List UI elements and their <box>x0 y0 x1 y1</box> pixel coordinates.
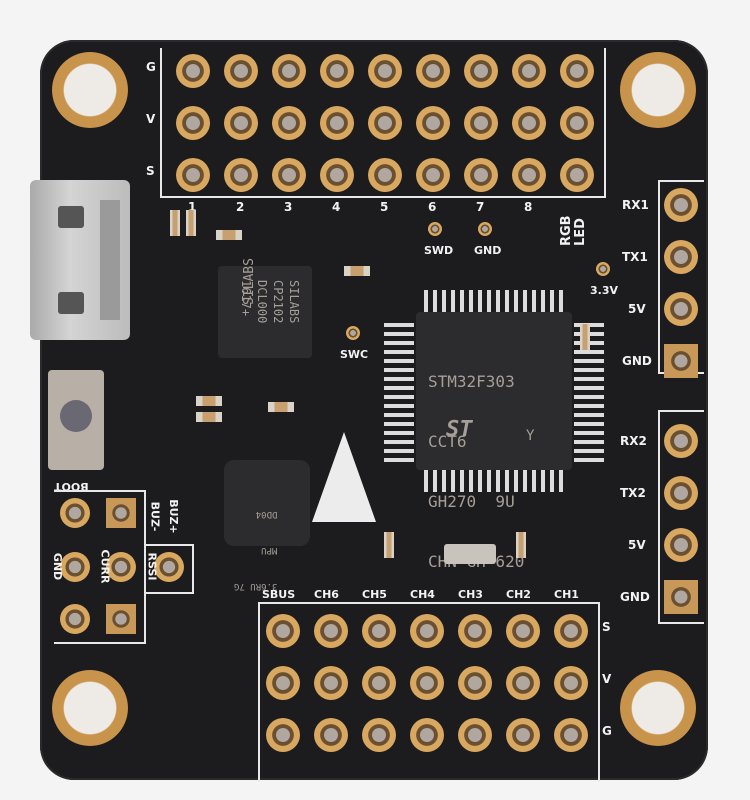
pcb-board: G V S 1 2 3 4 5 6 7 8 RGB LED SWD GND SW… <box>30 40 708 782</box>
mounting-hole-bottom-right <box>620 670 696 746</box>
pad <box>176 54 210 88</box>
channel-label-4: 4 <box>332 200 341 214</box>
channel-label-5: 5 <box>380 200 389 214</box>
sbus-label: SBUS <box>262 588 296 601</box>
pad <box>464 54 498 88</box>
tx2-label: TX2 <box>620 486 646 500</box>
row-label-v: V <box>146 112 156 126</box>
pad <box>368 158 402 192</box>
ch4-label: CH4 <box>410 588 435 601</box>
gnd-test-pad <box>478 222 492 236</box>
stm32-chip: STM32F303 CCT6 GH270 9U CHN GH 620 ST Y <box>416 312 572 571</box>
pad <box>320 158 354 192</box>
pad <box>416 54 450 88</box>
pad <box>224 106 258 140</box>
curr-label: CURR <box>98 549 112 584</box>
pad <box>512 106 546 140</box>
5v-label-1: 5V <box>628 302 646 316</box>
pad <box>368 54 402 88</box>
row-label-g-bottom: G <box>602 724 612 738</box>
row-label-v-bottom: V <box>602 672 612 686</box>
3v3-label: 3.3V <box>590 284 618 297</box>
gnd-label-left: GND <box>51 552 65 581</box>
swd-pad <box>428 222 442 236</box>
channel-label-3: 3 <box>284 200 293 214</box>
mcu-suffix: Y <box>526 428 535 444</box>
pad <box>224 158 258 192</box>
pad <box>176 158 210 192</box>
rx1-label: RX1 <box>622 198 649 212</box>
mounting-hole-top-right <box>620 52 696 128</box>
ch6-label: CH6 <box>314 588 339 601</box>
channel-label-1: 1 <box>188 200 197 214</box>
pad <box>512 158 546 192</box>
3v3-pad <box>596 262 610 276</box>
pad <box>464 158 498 192</box>
gnd-label-1: GND <box>622 354 652 368</box>
ch5-label: CH5 <box>362 588 387 601</box>
channel-label-6: 6 <box>428 200 437 214</box>
gnd-label-2: GND <box>620 590 650 604</box>
pad <box>464 106 498 140</box>
cp2102-chip: SILABS <box>218 258 312 358</box>
mcu-line-2: CCT6 <box>428 432 467 451</box>
swd-label: SWD <box>424 244 454 257</box>
row-label-g: G <box>146 60 156 74</box>
pad <box>272 106 306 140</box>
pad <box>320 106 354 140</box>
5v-label-2: 5V <box>628 538 646 552</box>
pad <box>320 54 354 88</box>
channel-label-2: 2 <box>236 200 245 214</box>
rgb-led-label: RGB LED <box>559 215 588 246</box>
pad <box>272 158 306 192</box>
usb-chip-marking: SILABS CP2102 DCL000 1617+ <box>239 280 301 324</box>
buz-plus-label: BUZ+ <box>166 499 180 534</box>
pad <box>176 106 210 140</box>
pad <box>560 54 594 88</box>
pad <box>512 54 546 88</box>
ch2-label: CH2 <box>506 588 531 601</box>
crystal <box>444 544 496 564</box>
swc-label: SWC <box>340 348 369 361</box>
pad <box>560 158 594 192</box>
ch3-label: CH3 <box>458 588 483 601</box>
micro-usb-connector[interactable] <box>30 180 130 340</box>
mounting-hole-bottom-left <box>52 670 128 746</box>
rssi-label: RSSI <box>145 552 159 581</box>
boot-button[interactable] <box>48 370 104 470</box>
pad <box>368 106 402 140</box>
tx1-label: TX1 <box>622 250 648 264</box>
button-cap <box>60 400 92 432</box>
gyro-chip: 3.6RU 7G MPU DD04 <box>224 460 310 591</box>
channel-label-8: 8 <box>524 200 533 214</box>
pad <box>560 106 594 140</box>
row-label-s: S <box>146 164 155 178</box>
pad <box>416 158 450 192</box>
mcu-line-1: STM32F303 <box>428 372 515 391</box>
pad <box>224 54 258 88</box>
buz-minus-label: BUZ- <box>148 501 162 532</box>
gnd-test-label: GND <box>474 244 502 257</box>
direction-arrow <box>312 432 376 522</box>
pad <box>272 54 306 88</box>
mcu-line-3: GH270 9U <box>428 492 515 511</box>
swc-pad <box>346 326 360 340</box>
pad <box>416 106 450 140</box>
ch1-label: CH1 <box>554 588 579 601</box>
rx2-label: RX2 <box>620 434 647 448</box>
mounting-hole-top-left <box>52 52 128 128</box>
st-logo: ST <box>446 417 473 442</box>
channel-label-7: 7 <box>476 200 485 214</box>
row-label-s-bottom: S <box>602 620 611 634</box>
